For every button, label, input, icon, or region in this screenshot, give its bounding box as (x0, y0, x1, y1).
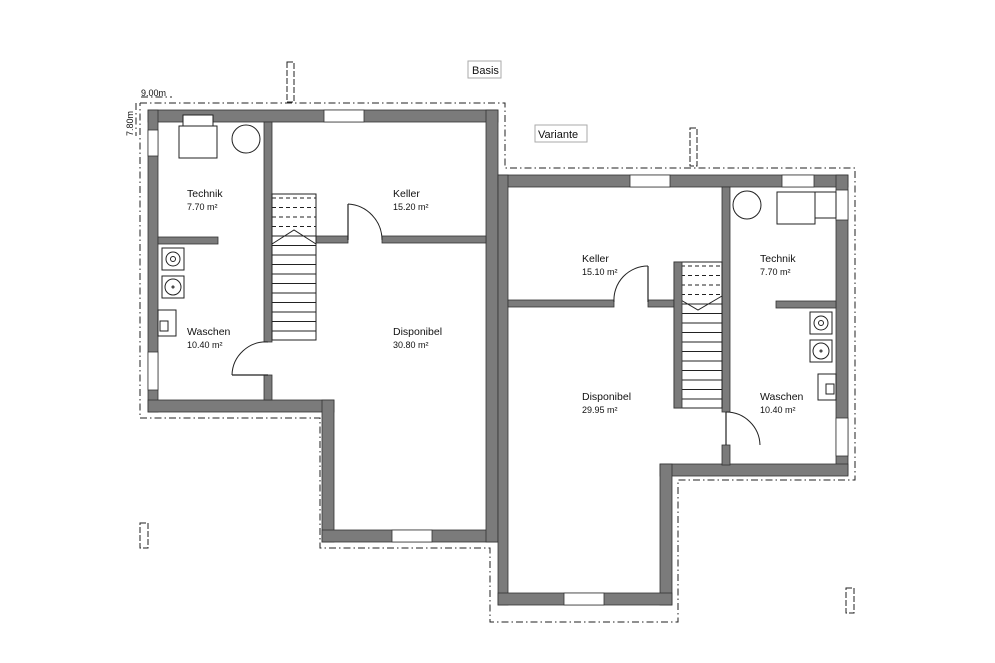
room-name: Disponibel (582, 391, 631, 403)
room-basis-technik: Technik 7.70 m² (187, 188, 223, 212)
var-boiler-vent (814, 191, 837, 219)
room-name: Keller (393, 188, 420, 200)
basis-window-technik (147, 129, 159, 157)
room-area: 29.95 m² (582, 405, 618, 415)
outline-lines (135, 96, 856, 623)
room-basis-waschen: Waschen 10.40 m² (187, 326, 231, 350)
basis-boiler-vent (182, 114, 214, 127)
var-window-waschen (835, 417, 849, 457)
room-name: Waschen (187, 326, 231, 338)
room-name: Waschen (760, 391, 804, 403)
var-window-bottom (563, 592, 605, 606)
basis-fixtures (157, 114, 261, 337)
basis-walls (147, 109, 499, 543)
marker-bottom-left (139, 522, 149, 549)
room-var-technik: Technik 7.70 m² (760, 253, 796, 277)
room-area: 30.80 m² (393, 340, 429, 350)
room-area: 7.70 m² (760, 267, 791, 277)
room-area: 10.40 m² (187, 340, 223, 350)
dimension-height: 7.80m (125, 111, 135, 136)
room-name: Technik (187, 188, 223, 200)
variante-label: Variante (538, 129, 578, 141)
doors (231, 203, 761, 446)
room-basis-keller: Keller 15.20 m² (393, 188, 429, 212)
marker-bottom-right (845, 587, 855, 614)
dimension-width: 9.00m (141, 88, 166, 98)
basis-window-top (323, 109, 365, 123)
basis-outline (139, 102, 856, 623)
var-window-top-technik (781, 174, 815, 188)
room-area: 15.10 m² (582, 267, 618, 277)
room-area: 7.70 m² (187, 202, 218, 212)
var-window-top (629, 174, 671, 188)
variante-walls (497, 174, 849, 606)
basis-tag: Basis (467, 60, 502, 79)
basis-window-waschen (147, 351, 159, 391)
room-area: 15.20 m² (393, 202, 429, 212)
markers (139, 61, 855, 614)
variante-tag: Variante (534, 124, 588, 143)
basis-tank (231, 124, 261, 154)
room-var-waschen: Waschen 10.40 m² (760, 391, 804, 415)
variante-fixtures (732, 190, 837, 401)
basis-stairs (271, 193, 317, 341)
marker-top-right (689, 127, 698, 167)
room-area: 10.40 m² (760, 405, 796, 415)
room-name: Keller (582, 253, 609, 265)
room-var-keller: Keller 15.10 m² (582, 253, 618, 277)
room-var-disponibel: Disponibel 29.95 m² (582, 391, 631, 415)
basis-label: Basis (472, 65, 499, 77)
room-name: Technik (760, 253, 796, 265)
room-basis-disponibel: Disponibel 30.80 m² (393, 326, 442, 350)
var-tank (732, 190, 762, 220)
var-window-technik (835, 189, 849, 221)
variante-stairs (673, 261, 723, 409)
basis-window-bottom (391, 529, 433, 543)
room-name: Disponibel (393, 326, 442, 338)
var-boiler (776, 191, 816, 225)
basis-boiler (178, 125, 218, 159)
marker-top-left (286, 61, 295, 103)
